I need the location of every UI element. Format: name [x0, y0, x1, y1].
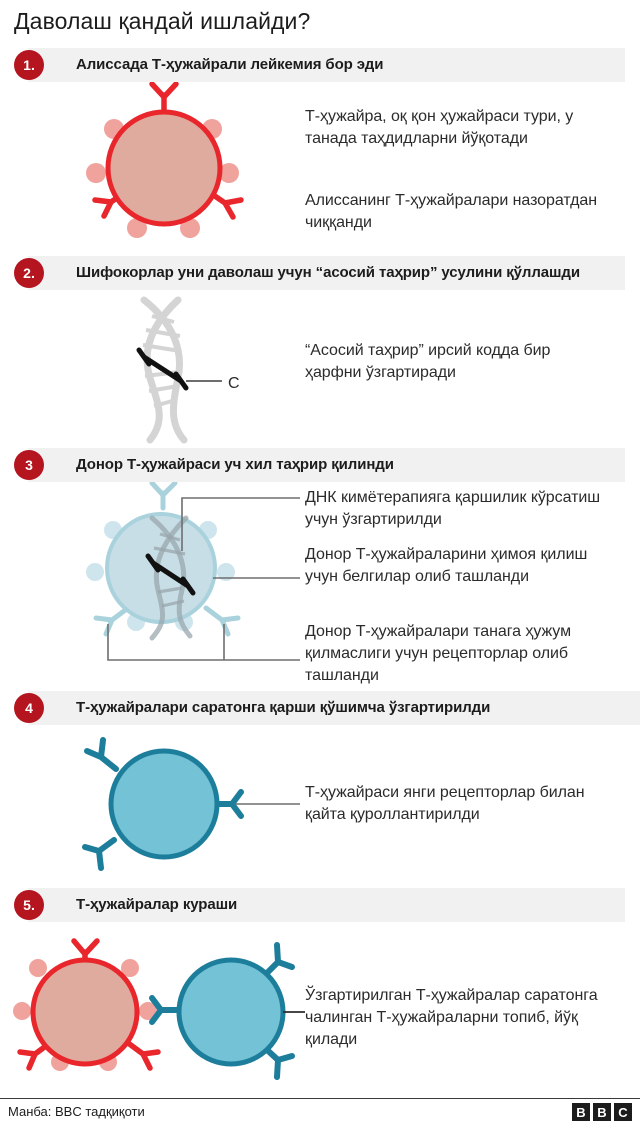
cell-blue-section3 [86, 480, 300, 661]
dna-helix-section2: C [136, 296, 240, 444]
section-heading-5: Т-ҳужайралар кураши [76, 896, 238, 913]
section-1-paragraph-2: Алиссанинг Т-ҳужайралари назоратдан чиққ… [305, 192, 598, 231]
section-heading-3: Донор Т-ҳужайраси уч хил таҳрир қилинди [76, 456, 394, 473]
section-header-4: 4 Т-ҳужайралари саратонга қарши қўшимча … [14, 691, 640, 725]
section-3-paragraph-3: Донор Т-ҳужайралари танага ҳужум қилмасл… [305, 623, 572, 684]
dna-base-label: C [228, 375, 240, 392]
section-badge-2: 2. [14, 258, 44, 288]
page-title: Даволаш қандай ишлайди? [14, 8, 311, 34]
section-header-1: 1. Алиссада Т-ҳужайрали лейкемия бор эди [14, 48, 625, 82]
bbc-logo-letter-2: B [593, 1103, 611, 1121]
section-badge-4: 4 [14, 693, 44, 723]
cells-section5 [13, 938, 305, 1080]
source-label: Манба: BBC тадқиқоти [8, 1104, 145, 1119]
section-header-2: 2. Шифокорлар уни даволаш учун “асосий т… [14, 256, 625, 290]
bbc-logo-letter-3: C [614, 1103, 632, 1121]
cell-teal-section4 [82, 737, 300, 871]
section-heading-2: Шифокорлар уни даволаш учун “асосий таҳр… [76, 264, 580, 281]
section-badge-3: 3 [14, 450, 44, 480]
section-1-paragraph-1: Т-ҳужайра, оқ қон ҳужайраси тури, у тана… [305, 108, 574, 147]
section-heading-4: Т-ҳужайралари саратонга қарши қўшимча ўз… [76, 699, 491, 716]
section-5-paragraph-1: Ўзгартирилган Т-ҳужайралар саратонга чал… [305, 987, 598, 1048]
bbc-logo: B B C [572, 1103, 632, 1121]
section-4-paragraph-1: Т-ҳужайраси янги рецепторлар билан қайта… [305, 784, 585, 823]
section-badge-5: 5. [14, 890, 44, 920]
section-header-3: 3 Донор Т-ҳужайраси уч хил таҳрир қилинд… [14, 448, 625, 482]
section-badge-1: 1. [14, 50, 44, 80]
section-3-paragraph-1: ДНК кимётерапияга қаршилик кўрсатиш учун… [305, 489, 601, 528]
section-2-paragraph-1: “Асосий таҳрир” ирсий кодда бир ҳарфни ў… [305, 342, 551, 381]
cell-red-section1 [86, 81, 244, 238]
footer-divider [0, 1098, 640, 1099]
section-heading-1: Алиссада Т-ҳужайрали лейкемия бор эди [76, 56, 384, 73]
section-3-paragraph-2: Донор Т-ҳужайраларини ҳимоя қилиш учун б… [305, 546, 588, 585]
bbc-logo-letter-1: B [572, 1103, 590, 1121]
section-header-5: 5. Т-ҳужайралар кураши [14, 888, 625, 922]
